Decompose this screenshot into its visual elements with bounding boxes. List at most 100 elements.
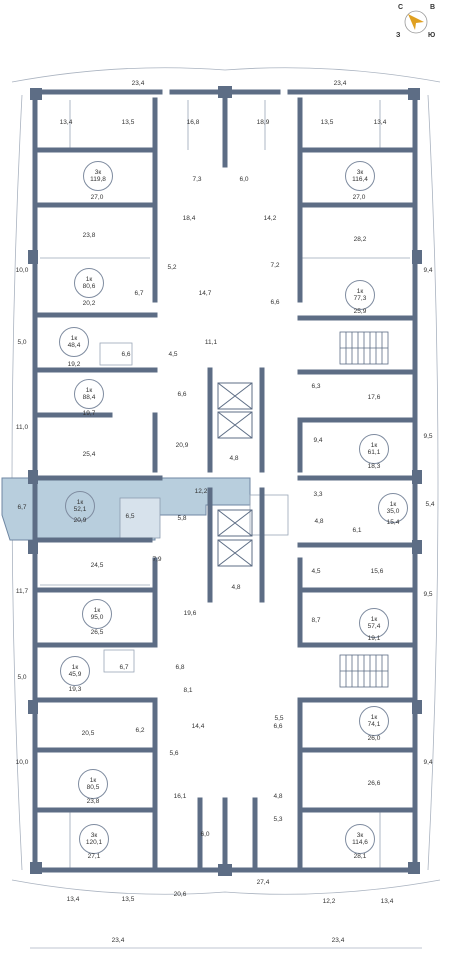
room-area: 9,4 [313,436,323,444]
room-area: 6,7 [17,503,27,511]
room-area: 13,4 [380,897,394,905]
room-area: 4,8 [273,792,283,800]
room-area: 6,3 [311,382,321,390]
room-area: 17,6 [367,393,381,401]
room-area: 4,5 [168,350,178,358]
room-area: 27,0 [352,193,366,201]
room-area: 5,5 [274,714,284,722]
room-area: 9,4 [423,266,433,274]
room-area: 4,8 [231,583,241,591]
room-area: 11,0 [15,423,29,431]
room-area: 6,0 [239,175,249,183]
room-area: 9,5 [423,432,433,440]
room-area: 12,2 [322,897,336,905]
room-area: 9,5 [423,590,433,598]
room-area: 15,4 [386,518,400,526]
room-area: 7,2 [270,261,280,269]
room-area: 27,4 [256,878,270,886]
room-area: 18,3 [367,462,381,470]
room-area: 13,5 [320,118,334,126]
room-area: 13,4 [66,895,80,903]
dim-top-left: 23,4 [131,79,145,87]
dim-top-right: 23,4 [333,79,347,87]
room-area: 19,7 [82,409,96,417]
room-area: 18,4 [182,214,196,222]
room-area: 20,9 [175,441,189,449]
room-area: 6,2 [135,726,145,734]
room-area: 5,2 [167,263,177,271]
room-area: 19,1 [367,634,381,642]
compass-north: С [398,4,404,11]
room-area: 4,5 [311,567,321,575]
room-area: 11,7 [15,587,29,595]
room-area: 13,5 [121,895,135,903]
room-area: 7,3 [192,175,202,183]
room-area: 16,1 [173,792,187,800]
room-area: 16,8 [186,118,200,126]
room-area: 26,6 [367,779,381,787]
room-area: 4,8 [314,517,324,525]
room-area: 9,4 [423,758,433,766]
compass-west: З [396,32,401,39]
room-area: 23,8 [82,231,96,239]
room-area: 14,7 [198,289,212,297]
staircase-upper [339,331,389,365]
room-area: 20,6 [173,890,187,898]
room-area: 20,2 [82,299,96,307]
room-area: 28,1 [353,852,367,860]
compass-east: В [430,4,436,11]
room-area: 5,0 [17,673,27,681]
window-pillars [28,86,422,876]
room-area: 14,2 [263,214,277,222]
room-area: 6,6 [177,390,187,398]
room-area: 19,2 [67,360,81,368]
room-area: 20,5 [81,729,95,737]
room-area: 3,3 [313,490,323,498]
room-area: 27,0 [90,193,104,201]
room-area: 23,8 [86,797,100,805]
room-area: 6,6 [273,722,283,730]
walls [32,89,418,873]
room-area: 26,0 [367,734,381,742]
room-area: 6,6 [270,298,280,306]
room-area: 5,0 [17,338,27,346]
room-area: 25,4 [82,450,96,458]
room-area: 8,7 [311,616,321,624]
room-area: 12,2 [194,487,208,495]
room-area: 6,7 [119,663,129,671]
staircase-lower [339,654,389,688]
room-area: 10,0 [15,758,29,766]
room-area: 5,3 [273,815,283,823]
dim-bottom-right: 23,4 [331,936,345,944]
room-area: 20,9 [73,516,87,524]
compass-south: Ю [428,32,436,39]
room-area: 5,4 [425,500,435,508]
room-area: 28,2 [353,235,367,243]
room-area: 8,1 [183,686,193,694]
room-area: 10,0 [15,266,29,274]
room-area: 15,6 [370,567,384,575]
room-area: 6,6 [121,350,131,358]
room-area: 19,3 [68,685,82,693]
room-area: 19,6 [183,609,197,617]
room-area: 13,4 [373,118,387,126]
compass-arrow-icon [404,10,428,34]
room-area: 7,9 [152,555,162,563]
room-area: 5,8 [177,514,187,522]
